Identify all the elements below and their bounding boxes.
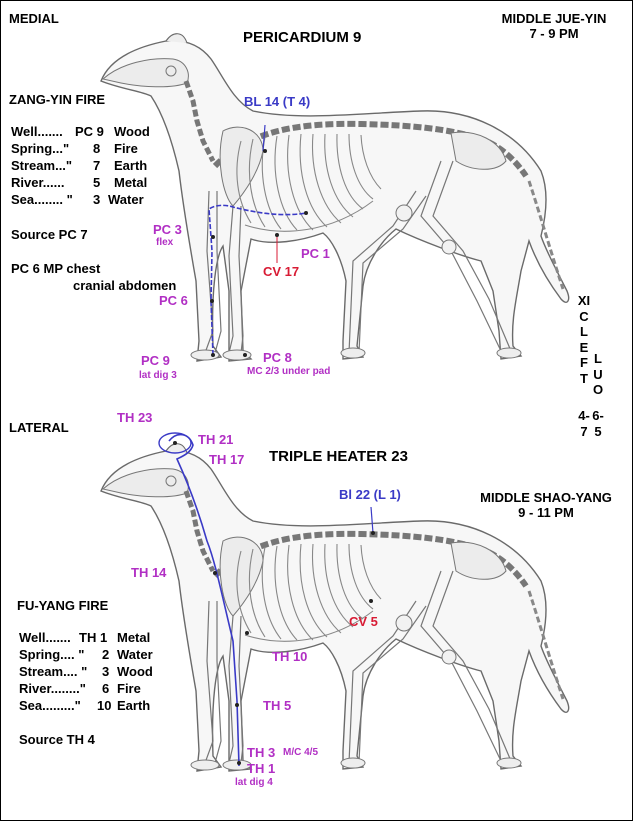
pericardium-meridian-line: [208, 204, 307, 356]
shu-name: Spring...": [11, 141, 70, 156]
pc1-point-dot: [304, 211, 308, 215]
shu-point: 6: [102, 681, 110, 696]
shu-element: Metal: [114, 175, 148, 190]
shu-name: Well.......: [11, 124, 63, 139]
shu-point: 3: [102, 664, 110, 679]
th3-label: TH 3: [247, 745, 276, 760]
shao-yang-label: MIDDLE SHAO-YANG: [480, 490, 612, 505]
pc3-label: PC 3: [153, 222, 182, 237]
pc1-label: PC 1: [301, 246, 330, 261]
shu-point: 10: [97, 698, 112, 713]
triple-heater-source: Source TH 4: [19, 732, 95, 747]
ear-meridian-loop: [158, 432, 192, 454]
shu-point: 5: [93, 175, 101, 190]
th23-point-dot: [173, 441, 177, 445]
shu-point: 3: [93, 192, 101, 207]
shu-element: Fire: [114, 141, 138, 156]
pc9-note: lat dig 3: [139, 370, 177, 381]
th5-point-dot: [235, 703, 239, 707]
zang-yin-header: ZANG-YIN FIRE: [9, 92, 106, 107]
cv17-label: CV 17: [263, 264, 300, 279]
pericardium-source: Source PC 7: [11, 227, 88, 242]
shu-point: 2: [102, 647, 110, 662]
pc3-note: flex: [156, 237, 174, 248]
shu-element: Earth: [117, 698, 151, 713]
shu-element: Fire: [117, 681, 141, 696]
th1-note: lat dig 4: [235, 777, 273, 788]
pc8-point-dot: [243, 353, 247, 357]
fu-yang-header: FU-YANG FIRE: [17, 598, 109, 613]
bl14-pointer: [262, 124, 266, 152]
th14-point-dot: [213, 571, 217, 575]
shu-name: Well.......: [19, 630, 71, 645]
medial-view-label: MEDIAL: [9, 11, 59, 26]
pericardium-title: PERICARDIUM 9: [243, 29, 362, 46]
cv5-label: CV 5: [349, 614, 378, 629]
xi-cleft-numbers: 4-7: [578, 408, 590, 439]
th3-note: M/C 4/5: [283, 747, 319, 758]
th1-label: TH 1: [247, 761, 276, 776]
medial-dog-figure: [101, 34, 569, 361]
jue-yin-time: 7 - 9 PM: [529, 26, 579, 41]
th1-point-dot: [237, 761, 241, 765]
th10-label: TH 10: [272, 649, 308, 664]
shu-point: PC 9: [75, 124, 104, 139]
pc6-label: PC 6: [159, 293, 188, 308]
shu-name: Sea........ ": [11, 192, 73, 207]
bl14-point-dot: [263, 149, 267, 153]
xi-cleft-vertical: XICLEFT: [577, 293, 591, 386]
pc8-label: PC 8: [263, 350, 292, 365]
luo-vertical: LUO: [592, 351, 604, 397]
jue-yin-header: MIDDLE JUE-YIN 7 - 9 PM: [479, 12, 629, 40]
shu-name: River......: [11, 175, 65, 190]
lateral-view-label: LATERAL: [9, 420, 69, 435]
cv17-point-dot: [275, 233, 279, 237]
shao-yang-time: 9 - 11 PM: [518, 505, 574, 520]
pc6-point-dot: [210, 299, 214, 303]
bl22-pointer: [370, 506, 374, 534]
shu-element: Wood: [114, 124, 150, 139]
shu-point: TH 1: [79, 630, 108, 645]
th17-label: TH 17: [209, 452, 245, 467]
shu-element: Metal: [117, 630, 151, 645]
th23-label: TH 23: [117, 410, 153, 425]
bl22-label: Bl 22 (L 1): [339, 487, 401, 502]
shu-name: Stream.... ": [19, 664, 88, 679]
shu-point: 7: [93, 158, 101, 173]
luo-numbers: 6-5: [592, 408, 604, 439]
shao-yang-header: MIDDLE SHAO-YANG 9 - 11 PM: [461, 491, 631, 519]
shu-point: 8: [93, 141, 101, 156]
bl14-label: BL 14 (T 4): [244, 94, 311, 109]
jue-yin-label: MIDDLE JUE-YIN: [501, 11, 607, 26]
pc9-label: PC 9: [141, 353, 170, 368]
th10-point-dot: [245, 631, 249, 635]
th5-label: TH 5: [263, 698, 292, 713]
pc9-point-dot: [211, 353, 215, 357]
shu-element: Water: [108, 192, 144, 207]
pc3-point-dot: [211, 235, 215, 239]
shu-element: Wood: [117, 664, 153, 679]
cv5-point-dot: [369, 599, 373, 603]
pc8-note: MC 2/3 under pad: [247, 366, 331, 377]
pc6-mp-line2: cranial abdomen: [73, 278, 177, 293]
bl22-point-dot: [371, 531, 375, 535]
triple-heater-title: TRIPLE HEATER 23: [269, 448, 408, 465]
shu-element: Earth: [114, 158, 148, 173]
th21-label: TH 21: [198, 432, 234, 447]
shu-name: Spring.... ": [19, 647, 85, 662]
shu-name: Stream...": [11, 158, 73, 173]
th14-label: TH 14: [131, 565, 167, 580]
shu-element: Water: [117, 647, 153, 662]
shu-name: Sea.........": [19, 698, 81, 713]
pc6-mp-line1: PC 6 MP chest: [11, 261, 101, 276]
shu-name: River........": [19, 681, 86, 696]
